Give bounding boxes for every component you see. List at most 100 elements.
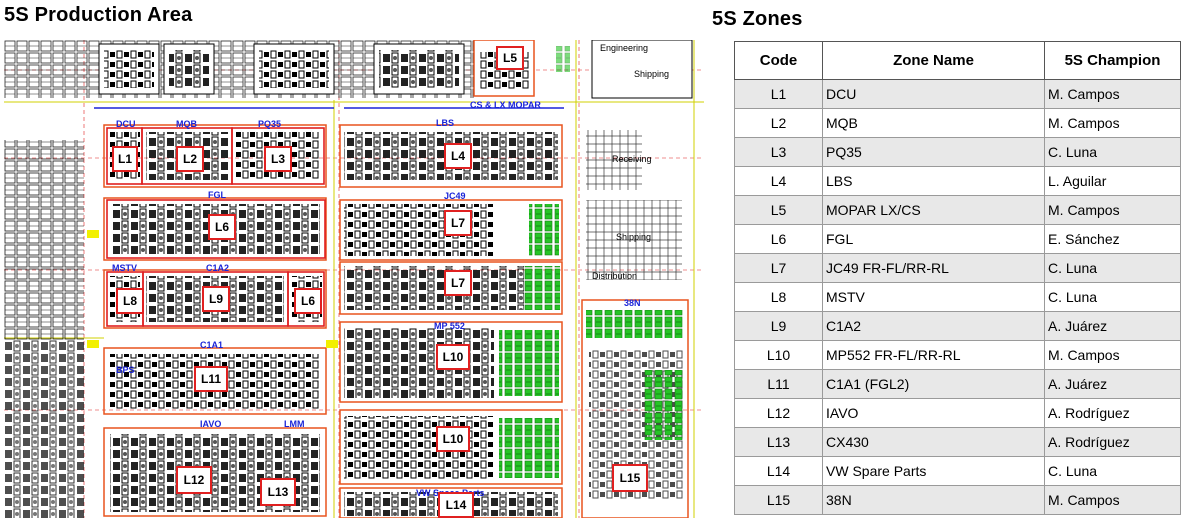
cell-champion: A. Rodríguez: [1044, 427, 1181, 457]
area-name-jc49: JC49: [444, 191, 466, 201]
production-area-title: 5S Production Area: [4, 4, 193, 26]
cell-champion: M. Campos: [1044, 340, 1181, 370]
cell-code: L7: [734, 253, 823, 283]
room-label-distribution: Distribution: [592, 271, 638, 281]
cell-zone-name: VW Spare Parts: [822, 456, 1045, 486]
room-label-receiving: Receiving: [612, 154, 652, 164]
zone-label-l13[interactable]: L13: [260, 478, 296, 506]
area-name-lmm: LMM: [284, 419, 305, 429]
zone-label-l7-lower[interactable]: L7: [444, 270, 472, 296]
area-name-c1a2: C1A2: [206, 263, 230, 273]
cell-code: L3: [734, 137, 823, 167]
floor-plan-drawing: [4, 40, 704, 518]
cell-champion: M. Campos: [1044, 195, 1181, 225]
cell-code: L12: [734, 398, 823, 428]
area-name-mqb: MQB: [176, 119, 197, 129]
zone-label-l10[interactable]: L10: [436, 344, 470, 370]
cell-champion: C. Luna: [1044, 456, 1181, 486]
zone-label-l9[interactable]: L9: [202, 286, 230, 312]
cell-champion: A. Rodríguez: [1044, 398, 1181, 428]
zone-label-l6-right[interactable]: L6: [294, 288, 322, 314]
cell-code: L10: [734, 340, 823, 370]
table-header-row: Code Zone Name 5S Champion: [734, 41, 1181, 80]
zone-label-l11[interactable]: L11: [194, 366, 228, 392]
room-label-shipping-lower: Shipping: [616, 232, 652, 242]
area-name-mstv: MSTV: [112, 263, 138, 273]
cell-code: L4: [734, 166, 823, 196]
cell-code: L5: [734, 195, 823, 225]
cell-champion: M. Campos: [1044, 485, 1181, 515]
zones-title: 5S Zones: [712, 8, 803, 30]
cell-code: L14: [734, 456, 823, 486]
column-header-zone-name: Zone Name: [822, 41, 1045, 80]
zone-label-l4[interactable]: L4: [444, 143, 472, 169]
zone-label-l1[interactable]: L1: [112, 146, 138, 172]
area-name-mp552: MP 552: [434, 321, 465, 331]
cell-code: L9: [734, 311, 823, 341]
cell-champion: C. Luna: [1044, 253, 1181, 283]
zone-label-l3[interactable]: L3: [264, 146, 292, 172]
cell-zone-name: CX430: [822, 427, 1045, 457]
cell-zone-name: JC49 FR-FL/RR-RL: [822, 253, 1045, 283]
cell-zone-name: C1A1 (FGL2): [822, 369, 1045, 399]
area-name-fgl: FGL: [208, 190, 226, 200]
cell-code: L6: [734, 224, 823, 254]
area-name-cs-lx-mopar: CS & LX MOPAR: [470, 100, 541, 110]
cell-champion: C. Luna: [1044, 282, 1181, 312]
zone-label-l7[interactable]: L7: [444, 210, 472, 236]
cell-code: L2: [734, 108, 823, 138]
area-name-lbs: LBS: [436, 118, 454, 128]
cell-zone-name: MP552 FR-FL/RR-RL: [822, 340, 1045, 370]
cell-zone-name: 38N: [822, 485, 1045, 515]
cell-code: L13: [734, 427, 823, 457]
zone-label-l5[interactable]: L5: [496, 46, 524, 70]
cell-champion: M. Campos: [1044, 79, 1181, 109]
column-header-champion: 5S Champion: [1044, 41, 1181, 80]
zone-label-l15[interactable]: L15: [612, 464, 648, 492]
cell-champion: M. Campos: [1044, 108, 1181, 138]
zone-label-l12[interactable]: L12: [176, 466, 212, 494]
area-name-bps: BPS: [116, 365, 135, 375]
cell-champion: C. Luna: [1044, 137, 1181, 167]
cell-code: L15: [734, 485, 823, 515]
cell-champion: A. Juárez: [1044, 369, 1181, 399]
cell-code: L8: [734, 282, 823, 312]
cell-zone-name: DCU: [822, 79, 1045, 109]
cell-zone-name: IAVO: [822, 398, 1045, 428]
room-label-engineering: Engineering: [600, 43, 649, 53]
cell-zone-name: FGL: [822, 224, 1045, 254]
cell-champion: A. Juárez: [1044, 311, 1181, 341]
zone-label-l8[interactable]: L8: [116, 288, 144, 314]
zone-label-l14[interactable]: L14: [438, 492, 474, 518]
cell-champion: L. Aguilar: [1044, 166, 1181, 196]
zone-label-l10-lower[interactable]: L10: [436, 426, 470, 452]
area-name-c1a1: C1A1: [200, 340, 224, 350]
cell-zone-name: MSTV: [822, 282, 1045, 312]
floor-plan-map: DCU MQB PQ35 LBS FGL JC49 MSTV C1A2 MP 5…: [4, 40, 704, 518]
cell-zone-name: C1A2: [822, 311, 1045, 341]
zone-label-l2[interactable]: L2: [176, 146, 204, 172]
cell-zone-name: LBS: [822, 166, 1045, 196]
area-name-38n: 38N: [624, 298, 641, 308]
zone-label-l6[interactable]: L6: [208, 214, 236, 240]
cell-zone-name: MOPAR LX/CS: [822, 195, 1045, 225]
room-label-shipping: Shipping: [634, 69, 670, 79]
cell-code: L1: [734, 79, 823, 109]
cell-zone-name: MQB: [822, 108, 1045, 138]
area-name-dcu: DCU: [116, 119, 136, 129]
